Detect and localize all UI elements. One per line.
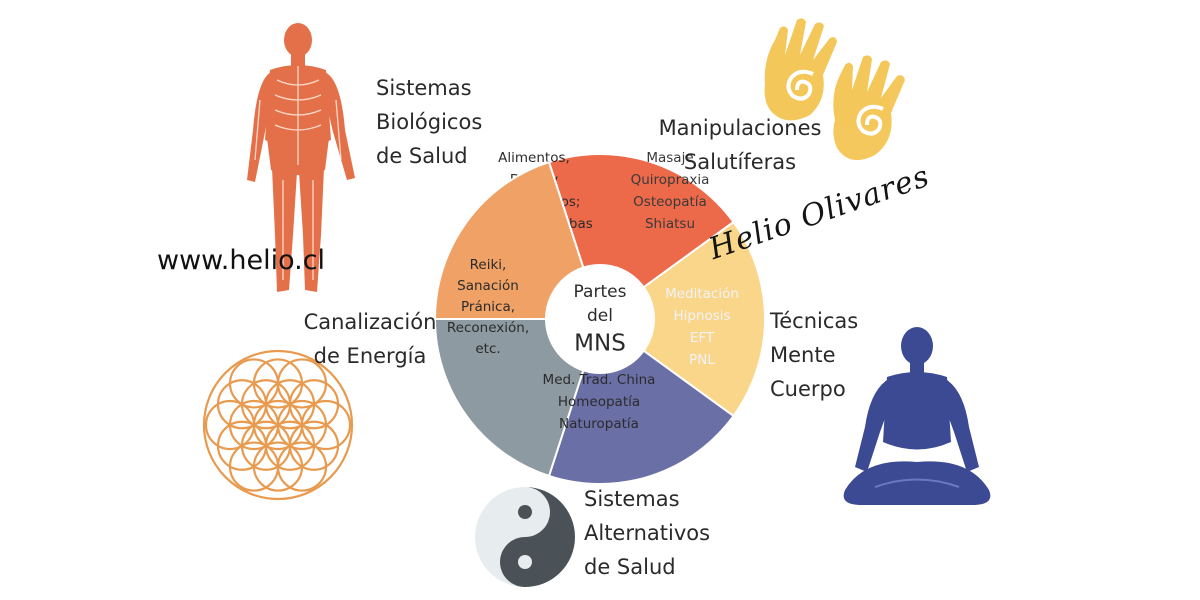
label-manipulaciones: Manipulaciones Salutíferas [648, 111, 832, 179]
wheel-segment-ayurveda [433, 318, 602, 478]
label-line: Biológicos [376, 110, 483, 134]
segment-label-line: Osteopatía [633, 194, 707, 210]
label-line: Sistemas [584, 487, 680, 511]
segment-label-line: Meditación [665, 286, 739, 302]
yin-yang-icon [475, 487, 575, 587]
segment-label-line: Pránica, [461, 299, 515, 315]
human-anatomy-icon [247, 23, 355, 292]
meditating-person-icon [843, 327, 991, 505]
center-label-line: del [587, 306, 613, 326]
center-label-line: MNS [574, 331, 626, 357]
label-line: Sistemas [376, 76, 472, 100]
segment-label-line: Naturopatía [559, 416, 639, 432]
segment-label-line: EFT [690, 330, 715, 346]
segment-label-line: Homeopatía [558, 394, 640, 410]
label-sistemas-biologicos: Sistemas Biológicos de Salud [376, 71, 482, 173]
segment-label-line: Shiatsu [645, 216, 695, 232]
label-canalizacion-energia: Canalización de Energía [297, 305, 443, 373]
segment-label-line: Alimentos, [498, 150, 570, 166]
flower-of-life-icon [202, 349, 354, 501]
label-tecnicas-mente-cuerpo: Técnicas Mente Cuerpo [770, 304, 858, 406]
label-line: Cuerpo [770, 377, 846, 401]
center-label-line: Partes [574, 282, 627, 302]
segment-label-line: Med. Trad. China [543, 372, 656, 388]
label-sistemas-alternativos: Sistemas Alternativos de Salud [584, 482, 710, 584]
segment-label-line: Masaje [646, 150, 693, 166]
segment-label-line: etc. [475, 341, 500, 357]
segment-label-line: Hipnosis [673, 308, 730, 324]
label-line: Alternativos [584, 521, 711, 545]
segment-label-line: Reiki, [470, 257, 507, 273]
label-line: Técnicas [770, 309, 859, 333]
wheel-segment-masaje [598, 220, 766, 418]
wheel-center [545, 264, 655, 374]
label-line: de Salud [584, 555, 676, 579]
label-line: Mente [770, 343, 836, 367]
segment-label-line: PNL [689, 352, 715, 368]
hands-spiral-icon [764, 18, 905, 161]
label-line: de Salud [376, 144, 468, 168]
segment-label-line: Quiropraxia [631, 172, 710, 188]
wheel-segment-reiki [433, 160, 602, 320]
mns-wheel: Alimentos,Dieta ySuplementos;Plantas y H… [433, 150, 766, 485]
label-line: Canalización [303, 310, 437, 334]
segment-label-line: Sanación [457, 278, 519, 294]
website-url: www.helio.cl [157, 245, 326, 276]
label-line: de Energía [313, 344, 427, 368]
label-line: Manipulaciones [658, 116, 822, 140]
label-line: Salutíferas [683, 150, 797, 174]
segment-label-line: Reconexión, [447, 320, 529, 336]
